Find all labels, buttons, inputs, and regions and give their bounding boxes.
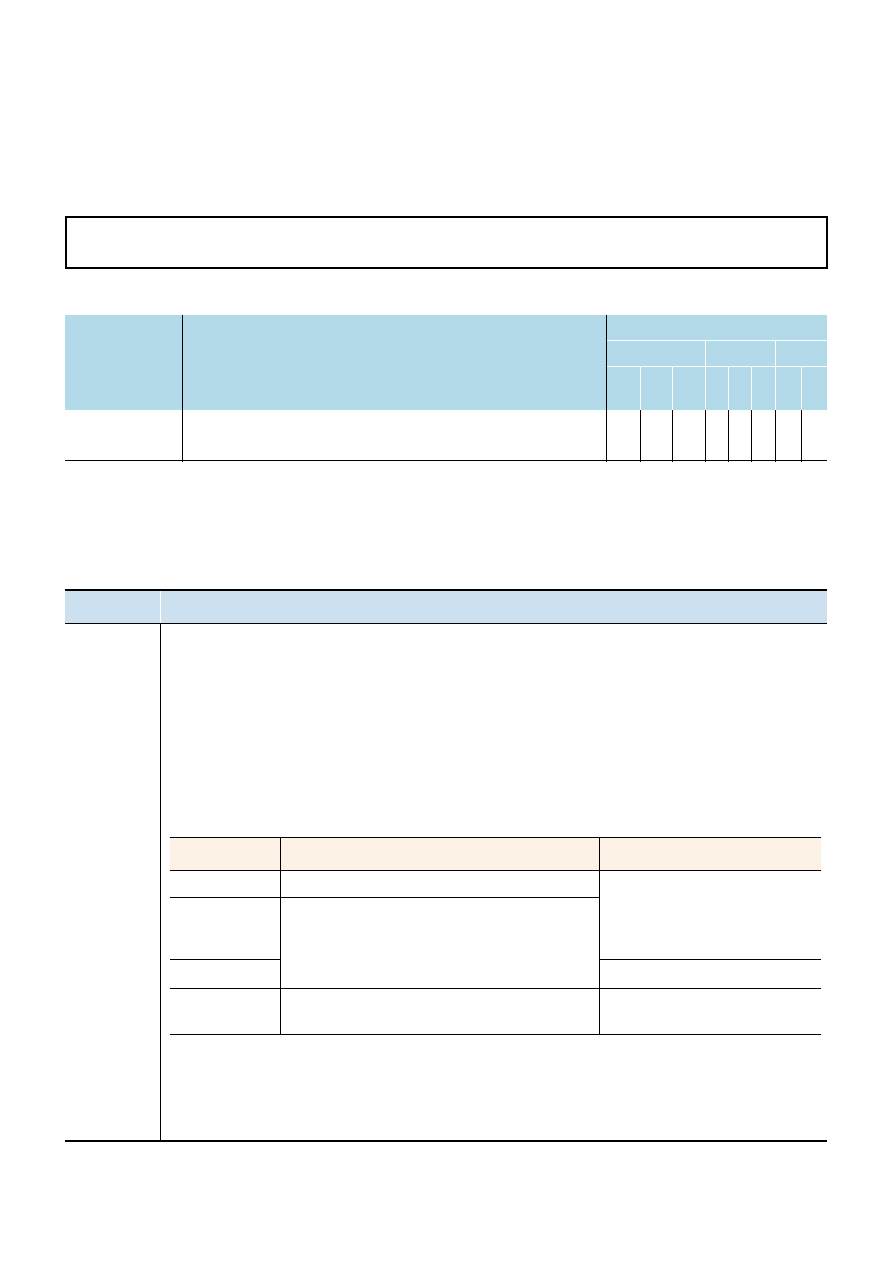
column-divider bbox=[160, 624, 161, 1141]
inner-table-header bbox=[170, 838, 821, 870]
header-divider bbox=[672, 366, 673, 410]
inner-header-rule bbox=[170, 870, 821, 871]
table-top-rule bbox=[65, 589, 827, 591]
header-divider bbox=[801, 366, 802, 410]
inner-row-rule bbox=[170, 959, 280, 960]
header-divider bbox=[775, 340, 776, 410]
header-divider bbox=[160, 591, 161, 623]
inner-table bbox=[170, 837, 821, 1036]
header-divider bbox=[751, 366, 752, 410]
column-divider bbox=[672, 410, 673, 462]
inner-row-rule bbox=[170, 897, 599, 898]
header-divider bbox=[728, 366, 729, 410]
description-table bbox=[65, 589, 827, 1143]
column-divider bbox=[705, 410, 706, 462]
inner-row-rule bbox=[599, 959, 821, 960]
header-divider bbox=[705, 340, 706, 410]
inner-bottom-rule bbox=[170, 1034, 821, 1035]
inner-column-divider bbox=[280, 838, 281, 1035]
column-divider bbox=[606, 315, 607, 462]
inner-top-rule bbox=[170, 837, 821, 838]
column-divider bbox=[728, 410, 729, 462]
column-divider bbox=[801, 410, 802, 462]
column-divider bbox=[775, 410, 776, 462]
table-bottom-rule bbox=[65, 460, 827, 461]
table-bottom-rule bbox=[65, 1140, 827, 1142]
column-divider bbox=[640, 410, 641, 462]
header-divider bbox=[640, 366, 641, 410]
column-divider bbox=[182, 315, 183, 462]
description-table-header bbox=[65, 591, 827, 623]
subgroup-separator bbox=[606, 366, 827, 367]
spec-table bbox=[65, 315, 827, 462]
inner-row-rule bbox=[170, 988, 821, 989]
header-bottom-rule bbox=[65, 623, 827, 624]
group-separator bbox=[606, 340, 827, 341]
inner-column-divider bbox=[599, 838, 600, 1035]
title-box bbox=[65, 216, 828, 269]
column-divider bbox=[751, 410, 752, 462]
spec-table-header bbox=[65, 315, 827, 410]
